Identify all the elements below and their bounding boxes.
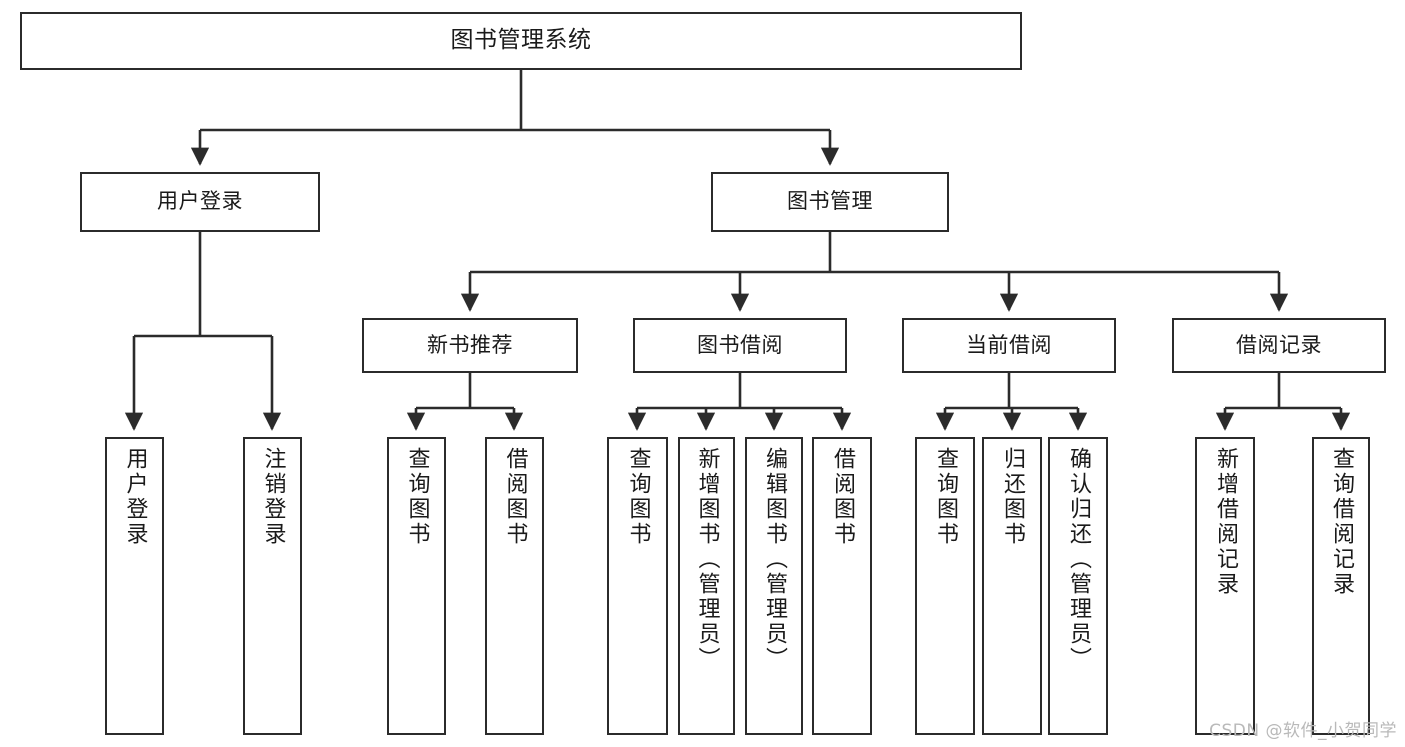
node-root-label: 图书管理系统 <box>450 27 592 54</box>
node-leaf-query-book-borrow[interactable]: 查询图书 <box>607 437 668 735</box>
csdn-watermark: CSDN @软件_小贺同学 <box>1209 721 1397 741</box>
node-borrow-record[interactable]: 借阅记录 <box>1172 318 1386 373</box>
node-leaf-add-book-admin[interactable]: 新增图书（管理员） <box>678 437 735 735</box>
node-borrow-record-label: 借阅记录 <box>1236 332 1322 357</box>
node-leaf-user-logout-label: 注销登录 <box>260 447 286 547</box>
node-leaf-borrow-book-rec-label: 借阅图书 <box>502 447 528 547</box>
node-user-login-label: 用户登录 <box>157 189 243 214</box>
node-leaf-query-book-cur-label: 查询图书 <box>933 447 958 547</box>
node-leaf-edit-book-admin[interactable]: 编辑图书（管理员） <box>745 437 803 735</box>
node-book-manage[interactable]: 图书管理 <box>711 172 949 232</box>
node-new-book-recommend[interactable]: 新书推荐 <box>362 318 578 373</box>
node-leaf-user-login-label: 用户登录 <box>122 447 148 547</box>
node-root[interactable]: 图书管理系统 <box>20 12 1022 70</box>
node-leaf-borrow-book-rec[interactable]: 借阅图书 <box>485 437 544 735</box>
node-leaf-query-book-cur[interactable]: 查询图书 <box>915 437 975 735</box>
node-leaf-borrow-book[interactable]: 借阅图书 <box>812 437 872 735</box>
node-new-book-recommend-label: 新书推荐 <box>427 332 513 357</box>
node-leaf-query-borrow-record-label: 查询借阅记录 <box>1329 447 1354 597</box>
node-leaf-query-book-rec[interactable]: 查询图书 <box>387 437 446 735</box>
node-leaf-borrow-book-label: 借阅图书 <box>830 447 855 547</box>
node-leaf-confirm-return-admin-label: 确认归还（管理员） <box>1066 447 1091 672</box>
node-leaf-add-borrow-record[interactable]: 新增借阅记录 <box>1195 437 1255 735</box>
node-book-borrow-label: 图书借阅 <box>697 332 783 357</box>
node-leaf-user-login[interactable]: 用户登录 <box>105 437 164 735</box>
node-current-borrow-label: 当前借阅 <box>966 332 1052 357</box>
node-book-manage-label: 图书管理 <box>787 189 873 214</box>
node-leaf-return-book-label: 归还图书 <box>1000 447 1025 547</box>
node-user-login[interactable]: 用户登录 <box>80 172 320 232</box>
node-book-borrow[interactable]: 图书借阅 <box>633 318 847 373</box>
node-leaf-add-book-admin-label: 新增图书（管理员） <box>694 447 720 672</box>
node-leaf-return-book[interactable]: 归还图书 <box>982 437 1042 735</box>
node-leaf-query-borrow-record[interactable]: 查询借阅记录 <box>1312 437 1370 735</box>
node-leaf-add-borrow-record-label: 新增借阅记录 <box>1213 447 1238 597</box>
node-leaf-edit-book-admin-label: 编辑图书（管理员） <box>762 447 787 672</box>
node-leaf-query-book-rec-label: 查询图书 <box>404 447 430 547</box>
node-leaf-confirm-return-admin[interactable]: 确认归还（管理员） <box>1048 437 1108 735</box>
node-current-borrow[interactable]: 当前借阅 <box>902 318 1116 373</box>
node-leaf-query-book-borrow-label: 查询图书 <box>625 447 651 547</box>
node-leaf-user-logout[interactable]: 注销登录 <box>243 437 302 735</box>
